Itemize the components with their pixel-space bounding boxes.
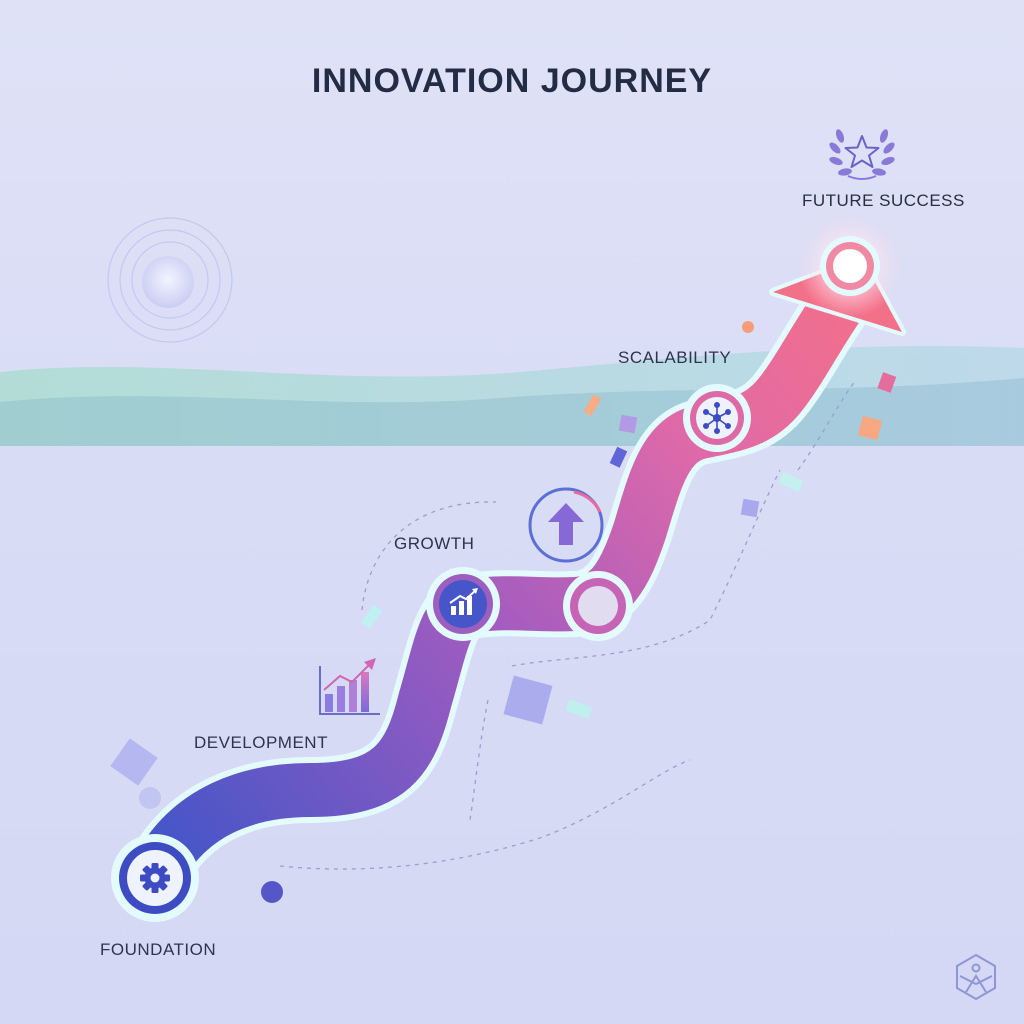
confetti bbox=[110, 321, 897, 903]
gear-icon bbox=[140, 863, 170, 893]
network-nodes-icon bbox=[702, 401, 731, 434]
stage-label-foundation: FOUNDATION bbox=[100, 940, 217, 959]
rising-chart-icon bbox=[319, 658, 380, 715]
up-arrow-icon bbox=[528, 487, 604, 563]
node-milestone bbox=[563, 571, 633, 641]
sun-decoration bbox=[107, 217, 233, 343]
journey-path bbox=[125, 254, 906, 903]
stage-label-development: DEVELOPMENT bbox=[194, 733, 328, 752]
node-growth bbox=[426, 567, 500, 641]
hexagon-logo-icon bbox=[956, 953, 996, 1001]
stage-label-growth: GROWTH bbox=[394, 534, 475, 553]
page-title: INNOVATION JOURNEY bbox=[311, 62, 713, 100]
stage-label-future-success: FUTURE SUCCESS bbox=[802, 191, 965, 210]
node-scalability bbox=[683, 384, 751, 452]
node-foundation bbox=[111, 834, 199, 922]
node-future-success bbox=[798, 214, 902, 318]
dashed-trails bbox=[279, 379, 857, 870]
stage-label-scalability: SCALABILITY bbox=[618, 348, 732, 367]
laurel-star-icon bbox=[829, 129, 895, 180]
bar-chart-trend-icon bbox=[449, 588, 478, 615]
